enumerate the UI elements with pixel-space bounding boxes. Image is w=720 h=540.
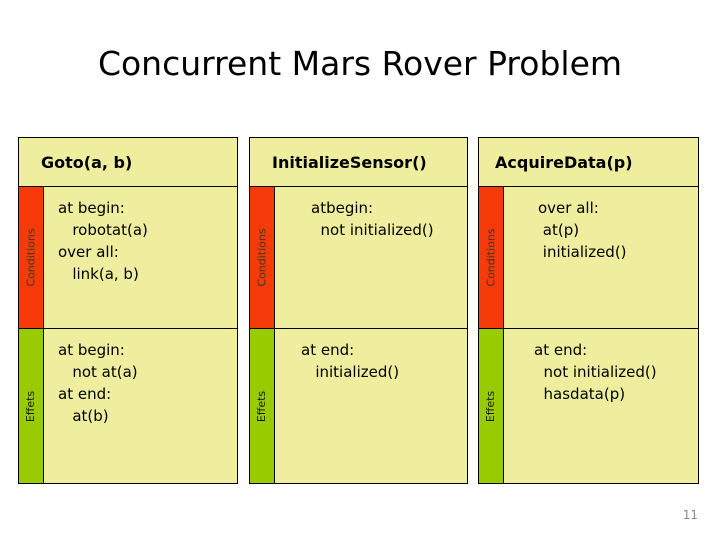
row-label-conditions-text: Conditions — [24, 228, 38, 287]
page-title: Concurrent Mars Rover Problem — [97, 44, 623, 83]
table-row-conditions: Conditions at begin: robotat(a) over all… — [19, 187, 237, 329]
row-label-conditions: Conditions — [250, 187, 275, 328]
conditions-body: over all: at(p) initialized() — [504, 187, 698, 328]
row-label-effets: Effets — [250, 329, 275, 483]
operator-header: AcquireData(p) — [479, 138, 698, 187]
table-row-effets: Effets at end: not initialized() hasdata… — [479, 329, 698, 483]
table-row-effets: Effets at end: initialized() — [250, 329, 467, 483]
row-label-effets-text: Effets — [484, 390, 498, 422]
page-number: 11 — [682, 508, 698, 522]
row-label-conditions-text: Conditions — [484, 228, 498, 287]
conditions-body: at begin: robotat(a) over all: link(a, b… — [44, 187, 237, 328]
row-label-conditions: Conditions — [479, 187, 504, 328]
row-label-effets-text: Effets — [24, 390, 38, 422]
effets-body: at begin: not at(a) at end: at(b) — [44, 329, 237, 483]
operator-table-initializesensor: InitializeSensor() Conditions atbegin: n… — [249, 137, 468, 484]
table-row-conditions: Conditions over all: at(p) initialized() — [479, 187, 698, 329]
operator-table-goto: Goto(a, b) Conditions at begin: robotat(… — [18, 137, 238, 484]
operator-header: Goto(a, b) — [19, 138, 237, 187]
effets-body: at end: initialized() — [275, 329, 467, 483]
conditions-body: atbegin: not initialized() — [275, 187, 467, 328]
operator-header: InitializeSensor() — [250, 138, 467, 187]
row-label-conditions-text: Conditions — [255, 228, 269, 287]
table-row-conditions: Conditions atbegin: not initialized() — [250, 187, 467, 329]
effets-body: at end: not initialized() hasdata(p) — [504, 329, 698, 483]
operator-table-acquiredata: AcquireData(p) Conditions over all: at(p… — [478, 137, 699, 484]
row-label-conditions: Conditions — [19, 187, 44, 328]
row-label-effets-text: Effets — [255, 390, 269, 422]
row-label-effets: Effets — [19, 329, 44, 483]
row-label-effets: Effets — [479, 329, 504, 483]
table-row-effets: Effets at begin: not at(a) at end: at(b) — [19, 329, 237, 483]
